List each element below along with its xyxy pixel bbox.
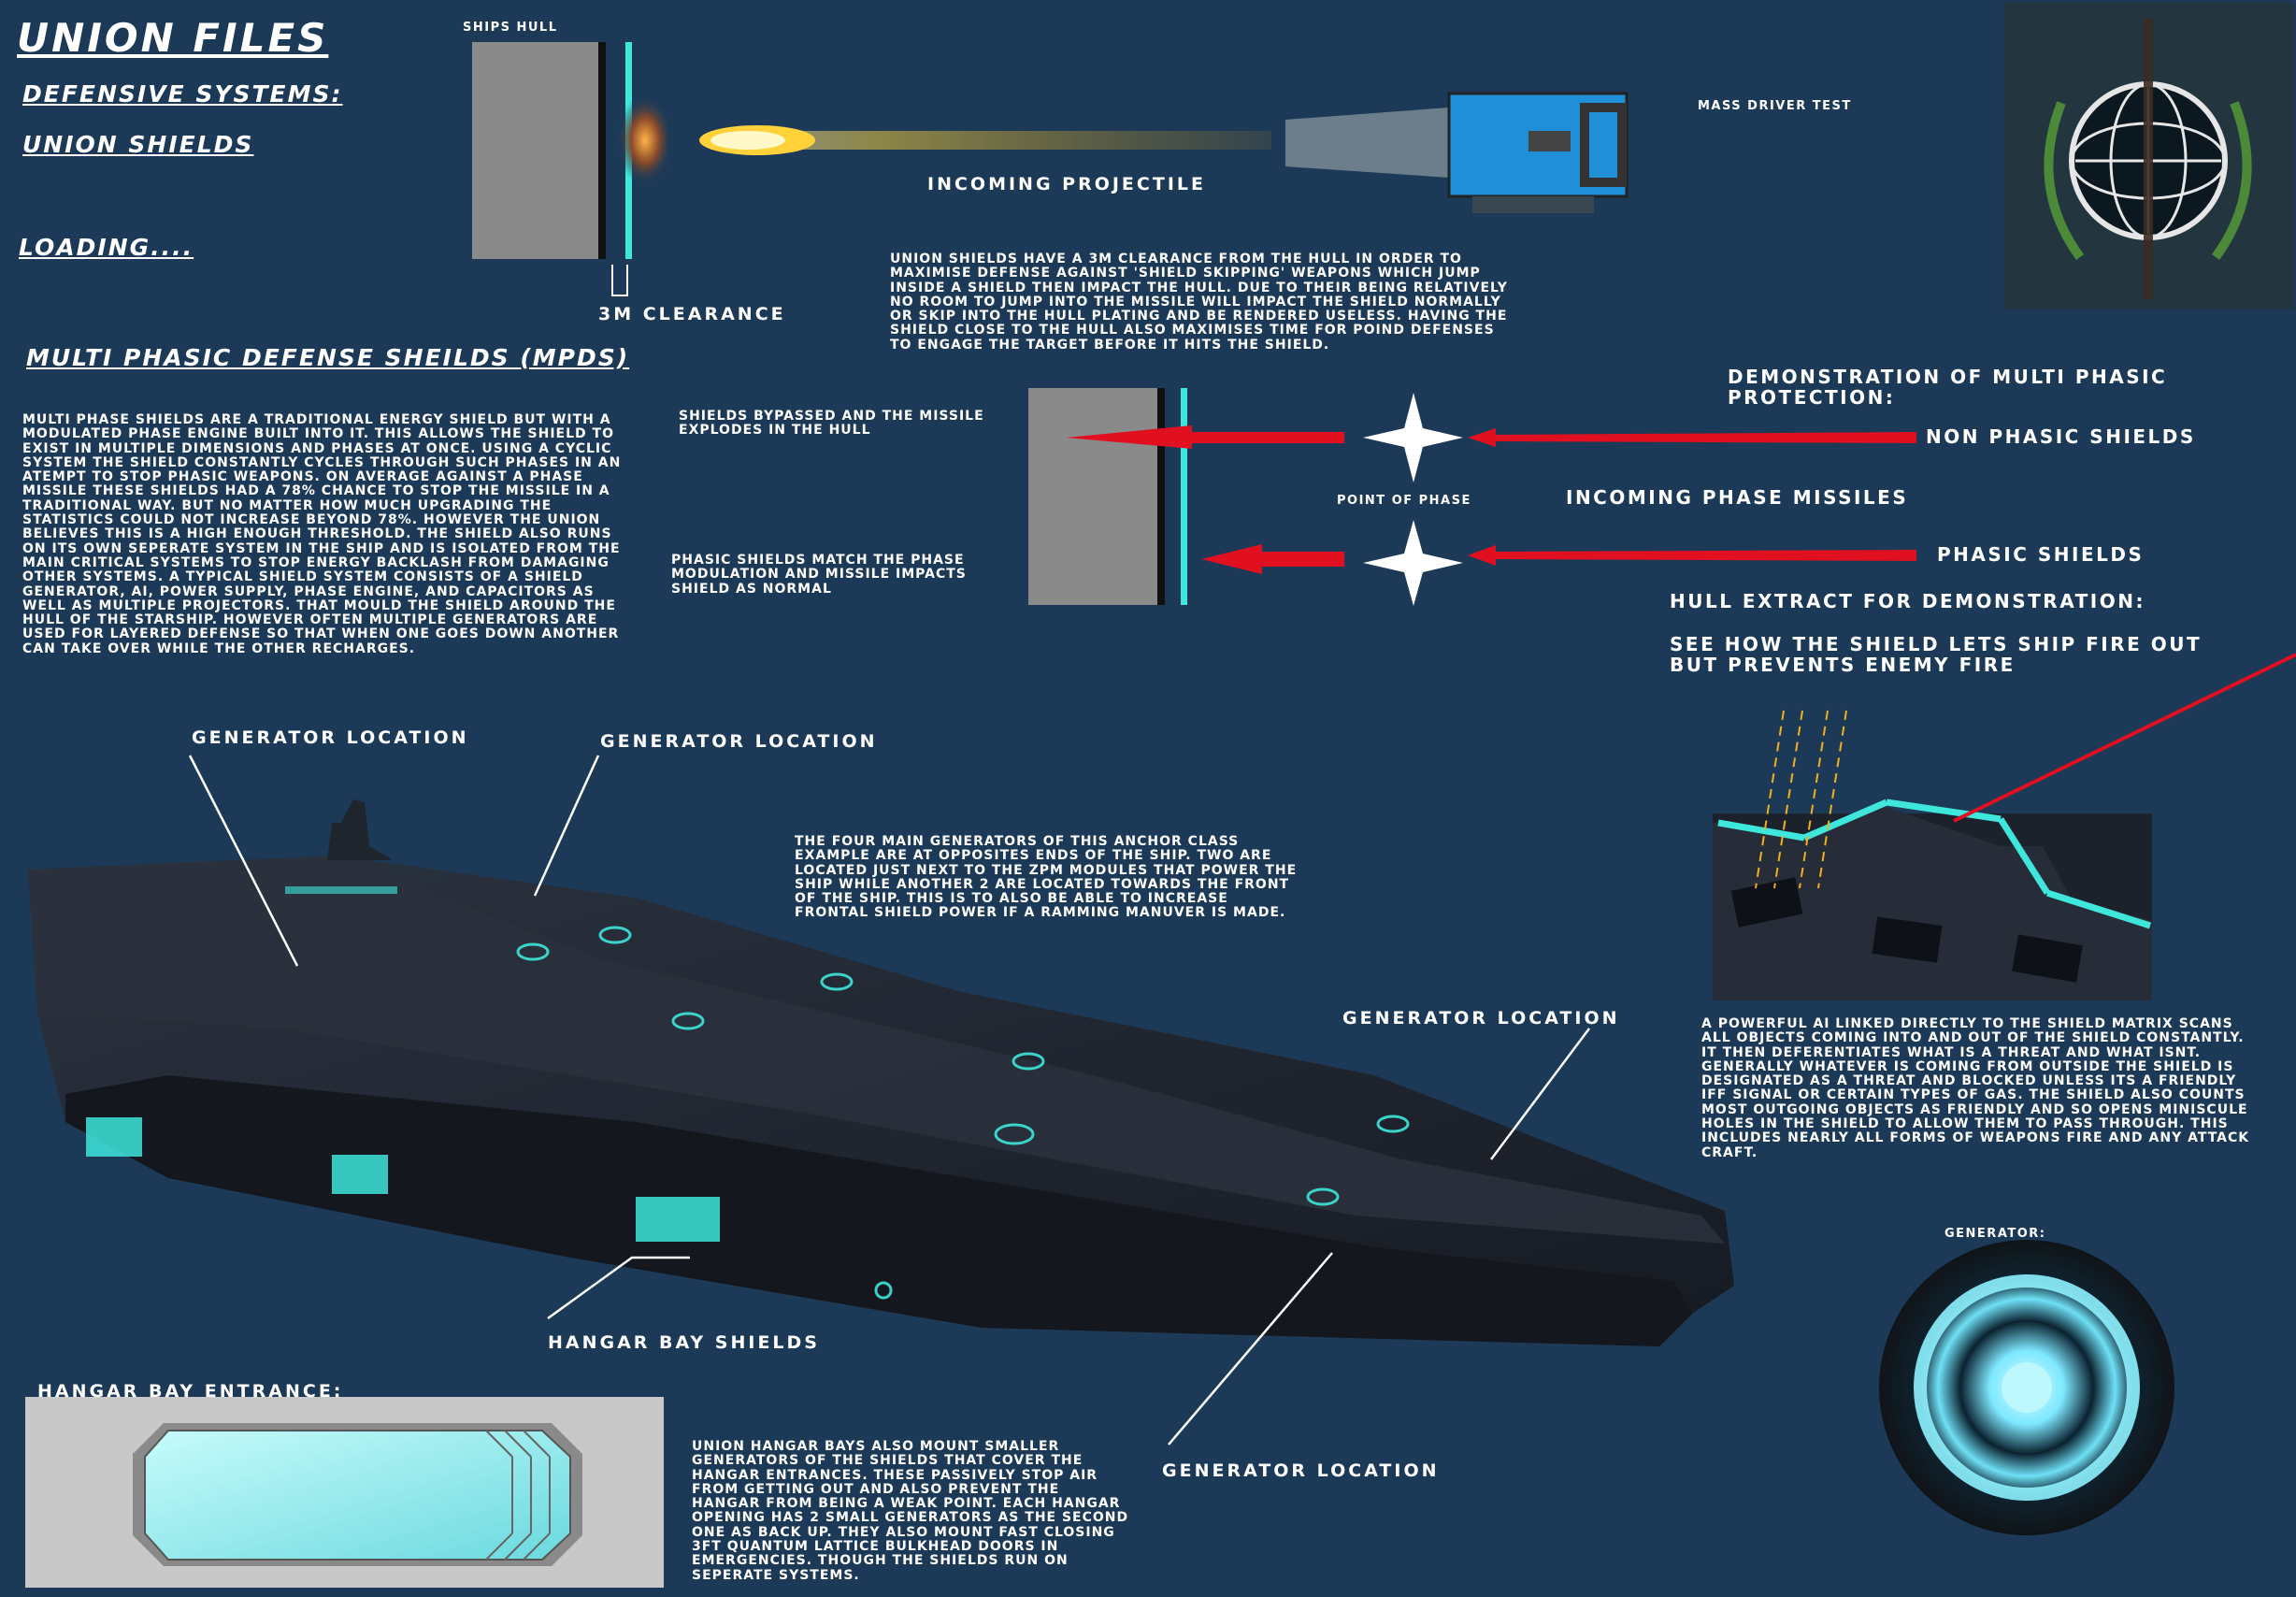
projectile-beam	[699, 125, 1271, 155]
generator-image	[1879, 1240, 2174, 1535]
phasic-label: PHASIC SHIELDS	[1937, 543, 2145, 566]
anchor-class-ship	[28, 799, 1734, 1346]
ships-hull-label: SHIPS HULL	[463, 21, 558, 35]
mpds-description: MULTI PHASE SHIELDS ARE A TRADITIONAL EN…	[22, 412, 622, 656]
ships-hull-block	[472, 42, 632, 296]
demo-title: DEMONSTRATION OF MULTI PHASIC PROTECTION…	[1728, 366, 2168, 409]
phasic-match-text: PHASIC SHIELDS MATCH THE PHASE MODULATIO…	[671, 553, 967, 597]
non-phasic-label: NON PHASIC SHIELDS	[1926, 425, 2196, 448]
generators-description: THE FOUR MAIN GENERATORS OF THIS ANCHOR …	[795, 834, 1298, 921]
union-emblem	[2003, 3, 2293, 309]
phase-missile-arrows	[1066, 425, 1916, 574]
impact-explosion	[617, 95, 673, 185]
phase-demo-hull	[1028, 388, 1187, 605]
hull-extract-image	[1713, 653, 2296, 1000]
mass-driver-gun	[1285, 92, 1629, 213]
subtitle: DEFENSIVE SYSTEMS:	[22, 80, 343, 108]
generator-label: GENERATOR:	[1944, 1227, 2046, 1241]
loading-status: LOADING....	[19, 234, 194, 261]
shields-bypassed-text: SHIELDS BYPASSED AND THE MISSILE EXPLODE…	[679, 409, 984, 439]
generator-location-label-4: GENERATOR LOCATION	[1162, 1460, 1440, 1481]
point-of-phase-star	[1363, 393, 1463, 606]
point-of-phase-label: POINT OF PHASE	[1337, 494, 1471, 508]
hull-extract-title: HULL EXTRACT FOR DEMONSTRATION:	[1670, 590, 2145, 612]
clearance-description: UNION SHIELDS HAVE A 3M CLEARANCE FROM T…	[890, 252, 1508, 352]
ai-description: A POWERFUL AI LINKED DIRECTLY TO THE SHI…	[1701, 1016, 2250, 1160]
mass-driver-label: MASS DRIVER TEST	[1698, 99, 1852, 113]
incoming-missiles-label: INCOMING PHASE MISSILES	[1566, 486, 1909, 509]
generator-location-label-3: GENERATOR LOCATION	[1342, 1008, 1620, 1029]
leader-lines	[188, 755, 1590, 1446]
hangar-description: UNION HANGAR BAYS ALSO MOUNT SMALLER GEN…	[692, 1439, 1129, 1583]
clearance-label: 3M CLEARANCE	[598, 304, 786, 324]
hangar-entrance-image	[25, 1397, 664, 1588]
page-title: UNION FILES	[17, 15, 329, 61]
hangar-title: HANGAR BAY ENTRANCE:	[37, 1381, 344, 1402]
mpds-heading: MULTI PHASIC DEFENSE SHEILDS (MPDS)	[26, 344, 630, 371]
generator-location-label-2: GENERATOR LOCATION	[600, 731, 878, 752]
section-title: UNION SHIELDS	[22, 131, 254, 158]
generator-location-label-1: GENERATOR LOCATION	[192, 727, 469, 748]
incoming-projectile-label: INCOMING PROJECTILE	[927, 174, 1206, 194]
hangar-shields-label: HANGAR BAY SHIELDS	[548, 1332, 820, 1353]
hull-extract-caption: SEE HOW THE SHIELD LETS SHIP FIRE OUT BU…	[1670, 633, 2203, 676]
